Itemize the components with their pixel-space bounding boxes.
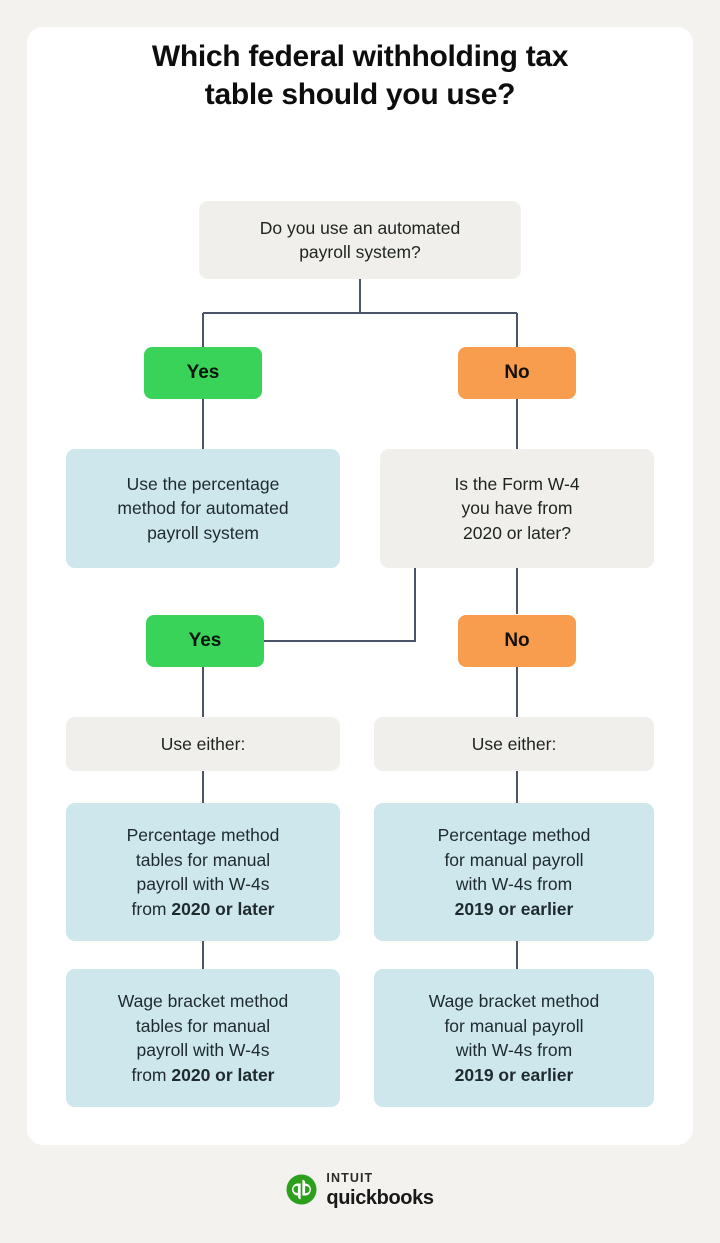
result-wage-bracket-tables-2020-line-4-bold: 2020 or later [171,1064,275,1085]
result-percentage-tables-2020-line-4-bold: 2020 or later [171,898,275,919]
page-title-line-2: table should you use? [204,78,516,112]
result-wage-bracket-2019-line-3: with W-4s from [455,1040,573,1060]
result-percentage-automated-line-2: method for automated [117,498,289,519]
decision-form-w4-year-line-3: 2020 or later? [463,522,571,543]
decision-automated-payroll[interactable]: Do you use an automated payroll system? [199,201,521,279]
decision-form-w4-year-line-1: Is the Form W-4 [454,474,580,495]
result-percentage-tables-2020-line-2: tables for manual [135,849,271,870]
page-title-line-1: Which federal withholding tax [151,40,569,73]
quickbooks-wordmark: quickbooks [326,1186,434,1209]
result-percentage-2019-line-3: with W-4s from [455,874,573,894]
decision-form-w4-year-line-2: you have from [461,498,573,519]
result-wage-bracket-2019-line-1: Wage bracket method [428,991,600,1011]
result-wage-bracket-2019-line-4-bold: 2019 or earlier [454,1064,574,1085]
result-wage-bracket-2019[interactable]: Wage bracket method for manual payroll w… [374,969,654,1107]
result-percentage-2019[interactable]: Percentage method for manual payroll wit… [374,803,654,941]
result-percentage-automated-line-3: payroll system [147,522,259,543]
result-wage-bracket-2019-line-2: for manual payroll [444,1015,584,1036]
branch-no-w4-2019[interactable]: No [458,615,576,667]
result-percentage-2019-line-1: Percentage method [437,825,591,845]
decision-automated-payroll-line-1: Do you use an automated [259,217,461,238]
branch-yes-w4-2020[interactable]: Yes [146,615,264,667]
result-percentage-tables-2020-line-4-plain: from [131,898,172,919]
result-wage-bracket-tables-2020-line-4-plain: from [131,1064,172,1085]
decision-automated-payroll-line-2: payroll system? [299,242,421,262]
result-percentage-automated-line-1: Use the percentage [126,473,280,494]
branch-yes-automated-label: Yes [186,362,220,383]
result-percentage-automated[interactable]: Use the percentage method for automated … [66,449,340,568]
quickbooks-logo: Intuit quickbooks [0,1172,720,1208]
result-percentage-2019-line-4-bold: 2019 or earlier [454,898,574,919]
quickbooks-logo-wordmark: Intuit quickbooks [326,1171,434,1209]
result-percentage-tables-2020-line-3: payroll with W-4s [136,874,270,894]
result-wage-bracket-tables-2020[interactable]: Wage bracket method tables for manual pa… [66,969,340,1107]
decision-form-w4-year[interactable]: Is the Form W-4 you have from 2020 or la… [380,449,654,568]
result-wage-bracket-tables-2020-line-3: payroll with W-4s [136,1040,270,1060]
result-wage-bracket-tables-2020-line-1: Wage bracket method [117,991,289,1011]
quickbooks-logo-icon [286,1174,317,1205]
label-use-either-left: Use either: [66,717,340,771]
branch-no-w4-2019-label: No [504,630,530,651]
label-use-either-right-text: Use either: [471,733,557,754]
result-percentage-tables-2020-line-1: Percentage method [126,825,280,845]
result-percentage-tables-2020[interactable]: Percentage method tables for manual payr… [66,803,340,941]
branch-no-automated-label: No [504,362,530,383]
branch-yes-automated[interactable]: Yes [144,347,262,399]
label-use-either-left-text: Use either: [160,733,246,754]
intuit-wordmark: Intuit [326,1171,374,1185]
page-title: Which federal withholding tax table shou… [0,38,720,115]
result-percentage-2019-line-2: for manual payroll [444,849,584,870]
result-wage-bracket-tables-2020-line-2: tables for manual [135,1015,271,1036]
label-use-either-right: Use either: [374,717,654,771]
branch-no-automated[interactable]: No [458,347,576,399]
branch-yes-w4-2020-label: Yes [188,630,222,651]
